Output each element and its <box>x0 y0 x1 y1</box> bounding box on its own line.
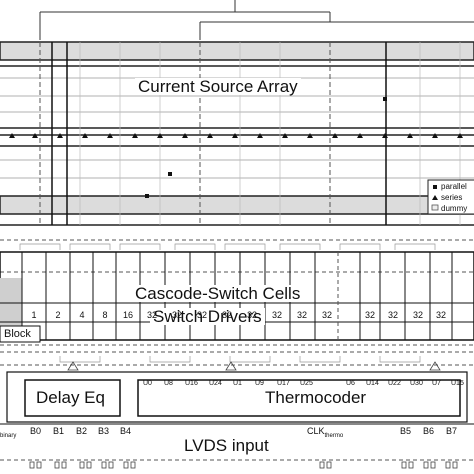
cell-weight: 32 <box>146 310 157 320</box>
thermo-unit: U16 <box>185 380 198 387</box>
input-bit-label: B5 <box>400 426 412 436</box>
cell-weight: 32 <box>435 310 446 320</box>
thermo-unit: U7 <box>432 380 441 387</box>
cell-weight: 32 <box>171 310 182 320</box>
cell-weight: 32 <box>321 310 332 320</box>
cell-weight: 32 <box>196 310 207 320</box>
lvds-input-label: LVDS input <box>184 436 269 455</box>
cell-weight: 32 <box>412 310 423 320</box>
delay-eq-label: Delay Eq <box>36 388 105 407</box>
clk-thermo-label: CLKthermo <box>307 426 344 440</box>
input-bit-label: B3 <box>98 426 110 436</box>
input-bit-label: B1 <box>53 426 65 436</box>
thermo-unit: U15 <box>451 380 464 387</box>
cell-weight: 2 <box>55 310 61 320</box>
clk-binary-label: binary <box>0 433 17 439</box>
cell-weight: 32 <box>246 310 257 320</box>
thermo-unit: U6 <box>346 380 355 387</box>
input-bit-label: B6 <box>423 426 435 436</box>
cell-weight: 1 <box>31 310 37 320</box>
thermo-unit: U0 <box>143 380 152 387</box>
thermo-unit: U25 <box>300 380 313 387</box>
current-source-array-title: Current Source Array <box>135 78 301 95</box>
cascode-switch-cells-title: Cascode-Switch Cells <box>132 285 304 302</box>
legend-series-label: series <box>441 193 463 202</box>
thermo-unit: U30 <box>410 380 423 387</box>
input-bit-label: B0 <box>30 426 42 436</box>
legend-dummy-label: dummy <box>441 204 468 213</box>
thermo-unit: U17 <box>277 380 290 387</box>
cell-weight: 4 <box>79 310 85 320</box>
thermocoder-label: Thermocoder <box>265 388 367 407</box>
cell-weight: 32 <box>221 310 232 320</box>
cell-weight: 32 <box>364 310 375 320</box>
legend-parallel-label: parallel <box>441 182 467 191</box>
cell-weight: 32 <box>296 310 307 320</box>
cell-weight: 32 <box>387 310 398 320</box>
switch-drivers-title: Switch Drivers <box>150 308 265 325</box>
cell-weight: 16 <box>122 310 133 320</box>
thermo-unit: U8 <box>164 380 173 387</box>
thermo-unit: U14 <box>366 380 379 387</box>
cell-weight: 32 <box>271 310 282 320</box>
input-bit-label: B7 <box>446 426 458 436</box>
block-label: Block <box>4 328 31 340</box>
thermo-unit: U1 <box>233 380 242 387</box>
thermo-unit: U9 <box>255 380 264 387</box>
thermo-unit: U22 <box>388 380 401 387</box>
thermo-unit: U24 <box>209 380 222 387</box>
cell-weight: 8 <box>102 310 108 320</box>
input-bit-label: B2 <box>76 426 88 436</box>
input-bit-label: B4 <box>120 426 132 436</box>
